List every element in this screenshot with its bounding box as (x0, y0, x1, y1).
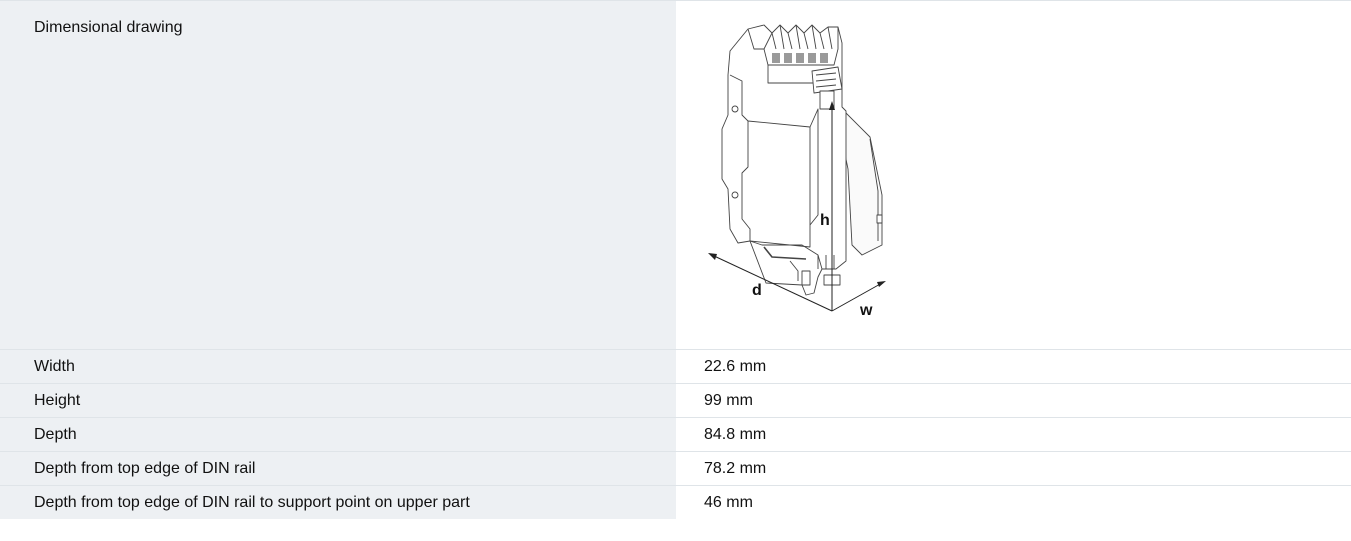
dimensional-drawing-image: h d w (702, 19, 922, 319)
spec-label: Depth (0, 417, 676, 452)
height-dimension-label: h (820, 212, 830, 229)
dimensional-drawing-label: Dimensional drawing (0, 0, 676, 350)
spec-value: 78.2 mm (676, 451, 1351, 486)
spec-label: Depth from top edge of DIN rail (0, 451, 676, 486)
spec-label: Width (0, 349, 676, 384)
spec-label: Depth from top edge of DIN rail to suppo… (0, 485, 676, 519)
table-row-dimensional-drawing: Dimensional drawing (0, 0, 1351, 350)
specification-table: Dimensional drawing (0, 0, 1351, 519)
table-row-width: Width 22.6 mm (0, 349, 1351, 384)
dimensional-drawing-cell: h d w (676, 0, 1351, 350)
width-dimension-label: w (859, 302, 873, 319)
table-row-depth-din-rail: Depth from top edge of DIN rail 78.2 mm (0, 451, 1351, 486)
terminal-block-drawing: h d w (708, 24, 886, 319)
table-row-depth: Depth 84.8 mm (0, 417, 1351, 452)
spec-value: 46 mm (676, 485, 1351, 519)
spec-value: 84.8 mm (676, 417, 1351, 452)
spec-label: Height (0, 383, 676, 418)
spec-value: 22.6 mm (676, 349, 1351, 384)
table-row-height: Height 99 mm (0, 383, 1351, 418)
depth-dimension-label: d (752, 282, 762, 299)
spec-value: 99 mm (676, 383, 1351, 418)
table-row-depth-support-point: Depth from top edge of DIN rail to suppo… (0, 485, 1351, 519)
